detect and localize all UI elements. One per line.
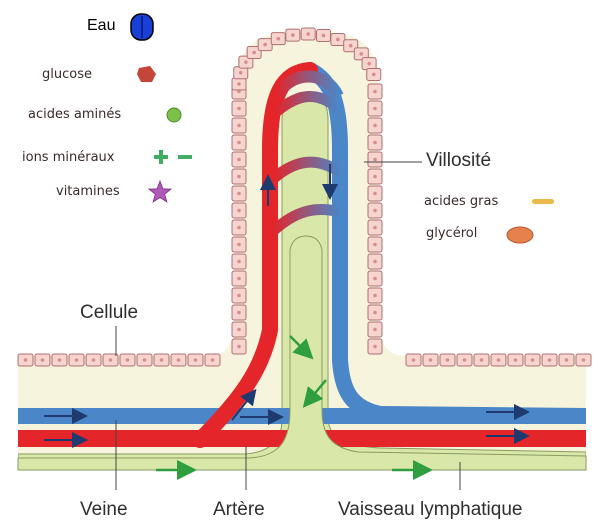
glucose-cube-icon (137, 66, 156, 82)
cell-nucleus (237, 158, 241, 162)
cell-nucleus (237, 294, 241, 298)
cell-nucleus (373, 141, 377, 145)
cell-nucleus (194, 358, 198, 362)
cell-nucleus (336, 38, 340, 42)
cell-nucleus (237, 192, 241, 196)
cell-nucleus (373, 345, 377, 349)
cell-nucleus (237, 209, 241, 213)
cell-nucleus (497, 358, 501, 362)
cell-nucleus (360, 52, 364, 56)
cell-nucleus (75, 358, 79, 362)
cell-nucleus (412, 358, 416, 362)
cell-nucleus (373, 192, 377, 196)
veine-label: Veine (80, 500, 128, 519)
eau-label: Eau (87, 18, 115, 34)
cell-nucleus (463, 358, 467, 362)
cell-nucleus (480, 358, 484, 362)
vaisseau-lymphatique-label: Vaisseau lymphatique (338, 500, 522, 519)
vitamines-label: vitamines (56, 185, 120, 198)
cell-nucleus (373, 294, 377, 298)
cell-nucleus (237, 107, 241, 111)
cell-nucleus (349, 44, 353, 48)
cell-nucleus (306, 32, 310, 36)
cell-nucleus (367, 62, 371, 66)
cell-nucleus (373, 328, 377, 332)
cell-nucleus (211, 358, 215, 362)
cell-nucleus (143, 358, 147, 362)
cell-nucleus (237, 124, 241, 128)
cell-nucleus (237, 260, 241, 264)
cell-nucleus (41, 358, 45, 362)
amino-acid-sphere-icon (167, 108, 181, 122)
cell-nucleus (429, 358, 433, 362)
cell-nucleus (373, 90, 377, 94)
cell-nucleus (565, 358, 569, 362)
cell-nucleus (177, 358, 181, 362)
fatty-acid-bar-icon (532, 199, 554, 204)
cell-nucleus (252, 51, 256, 55)
acides-amines-label: acides aminés (28, 108, 121, 121)
glucose-label: glucose (42, 68, 92, 81)
acides-gras-label: acides gras (424, 195, 498, 208)
ions-mineraux-label: ions minéraux (22, 151, 114, 164)
cell-nucleus (373, 124, 377, 128)
cell-nucleus (24, 358, 28, 362)
cell-nucleus (244, 60, 248, 64)
cell-nucleus (263, 43, 267, 47)
glycerol-label: glycérol (426, 227, 477, 240)
cell-nucleus (373, 107, 377, 111)
cell-nucleus (373, 277, 377, 281)
cell-nucleus (514, 358, 518, 362)
cell-nucleus (373, 226, 377, 230)
cell-nucleus (276, 37, 280, 41)
cell-nucleus (237, 311, 241, 315)
cell-nucleus (373, 260, 377, 264)
cell-nucleus (582, 358, 586, 362)
cell-nucleus (373, 311, 377, 315)
cell-nucleus (373, 158, 377, 162)
cell-nucleus (322, 34, 326, 38)
cell-nucleus (126, 358, 130, 362)
glycerol-oval-icon (507, 227, 533, 243)
cell-nucleus (372, 73, 376, 77)
artere-label: Artère (213, 500, 265, 519)
cell-nucleus (237, 243, 241, 247)
cell-nucleus (237, 82, 241, 86)
cell-nucleus (237, 226, 241, 230)
cellule-label: Cellule (80, 303, 138, 322)
cell-nucleus (239, 71, 243, 75)
cell-nucleus (92, 358, 96, 362)
cell-nucleus (373, 243, 377, 247)
ion-plus-icon-v (159, 150, 163, 164)
cell-nucleus (109, 358, 113, 362)
cell-nucleus (237, 345, 241, 349)
cell-nucleus (446, 358, 450, 362)
cell-nucleus (291, 33, 295, 37)
cell-nucleus (237, 175, 241, 179)
cell-nucleus (548, 358, 552, 362)
cell-nucleus (160, 358, 164, 362)
cell-nucleus (373, 209, 377, 213)
ion-minus-icon (178, 155, 192, 159)
cell-nucleus (373, 175, 377, 179)
villosite-label: Villosité (426, 151, 491, 170)
vitamin-star-icon (149, 181, 171, 202)
cell-nucleus (237, 141, 241, 145)
cell-nucleus (237, 277, 241, 281)
cell-nucleus (531, 358, 535, 362)
cell-nucleus (58, 358, 62, 362)
cell-nucleus (237, 328, 241, 332)
